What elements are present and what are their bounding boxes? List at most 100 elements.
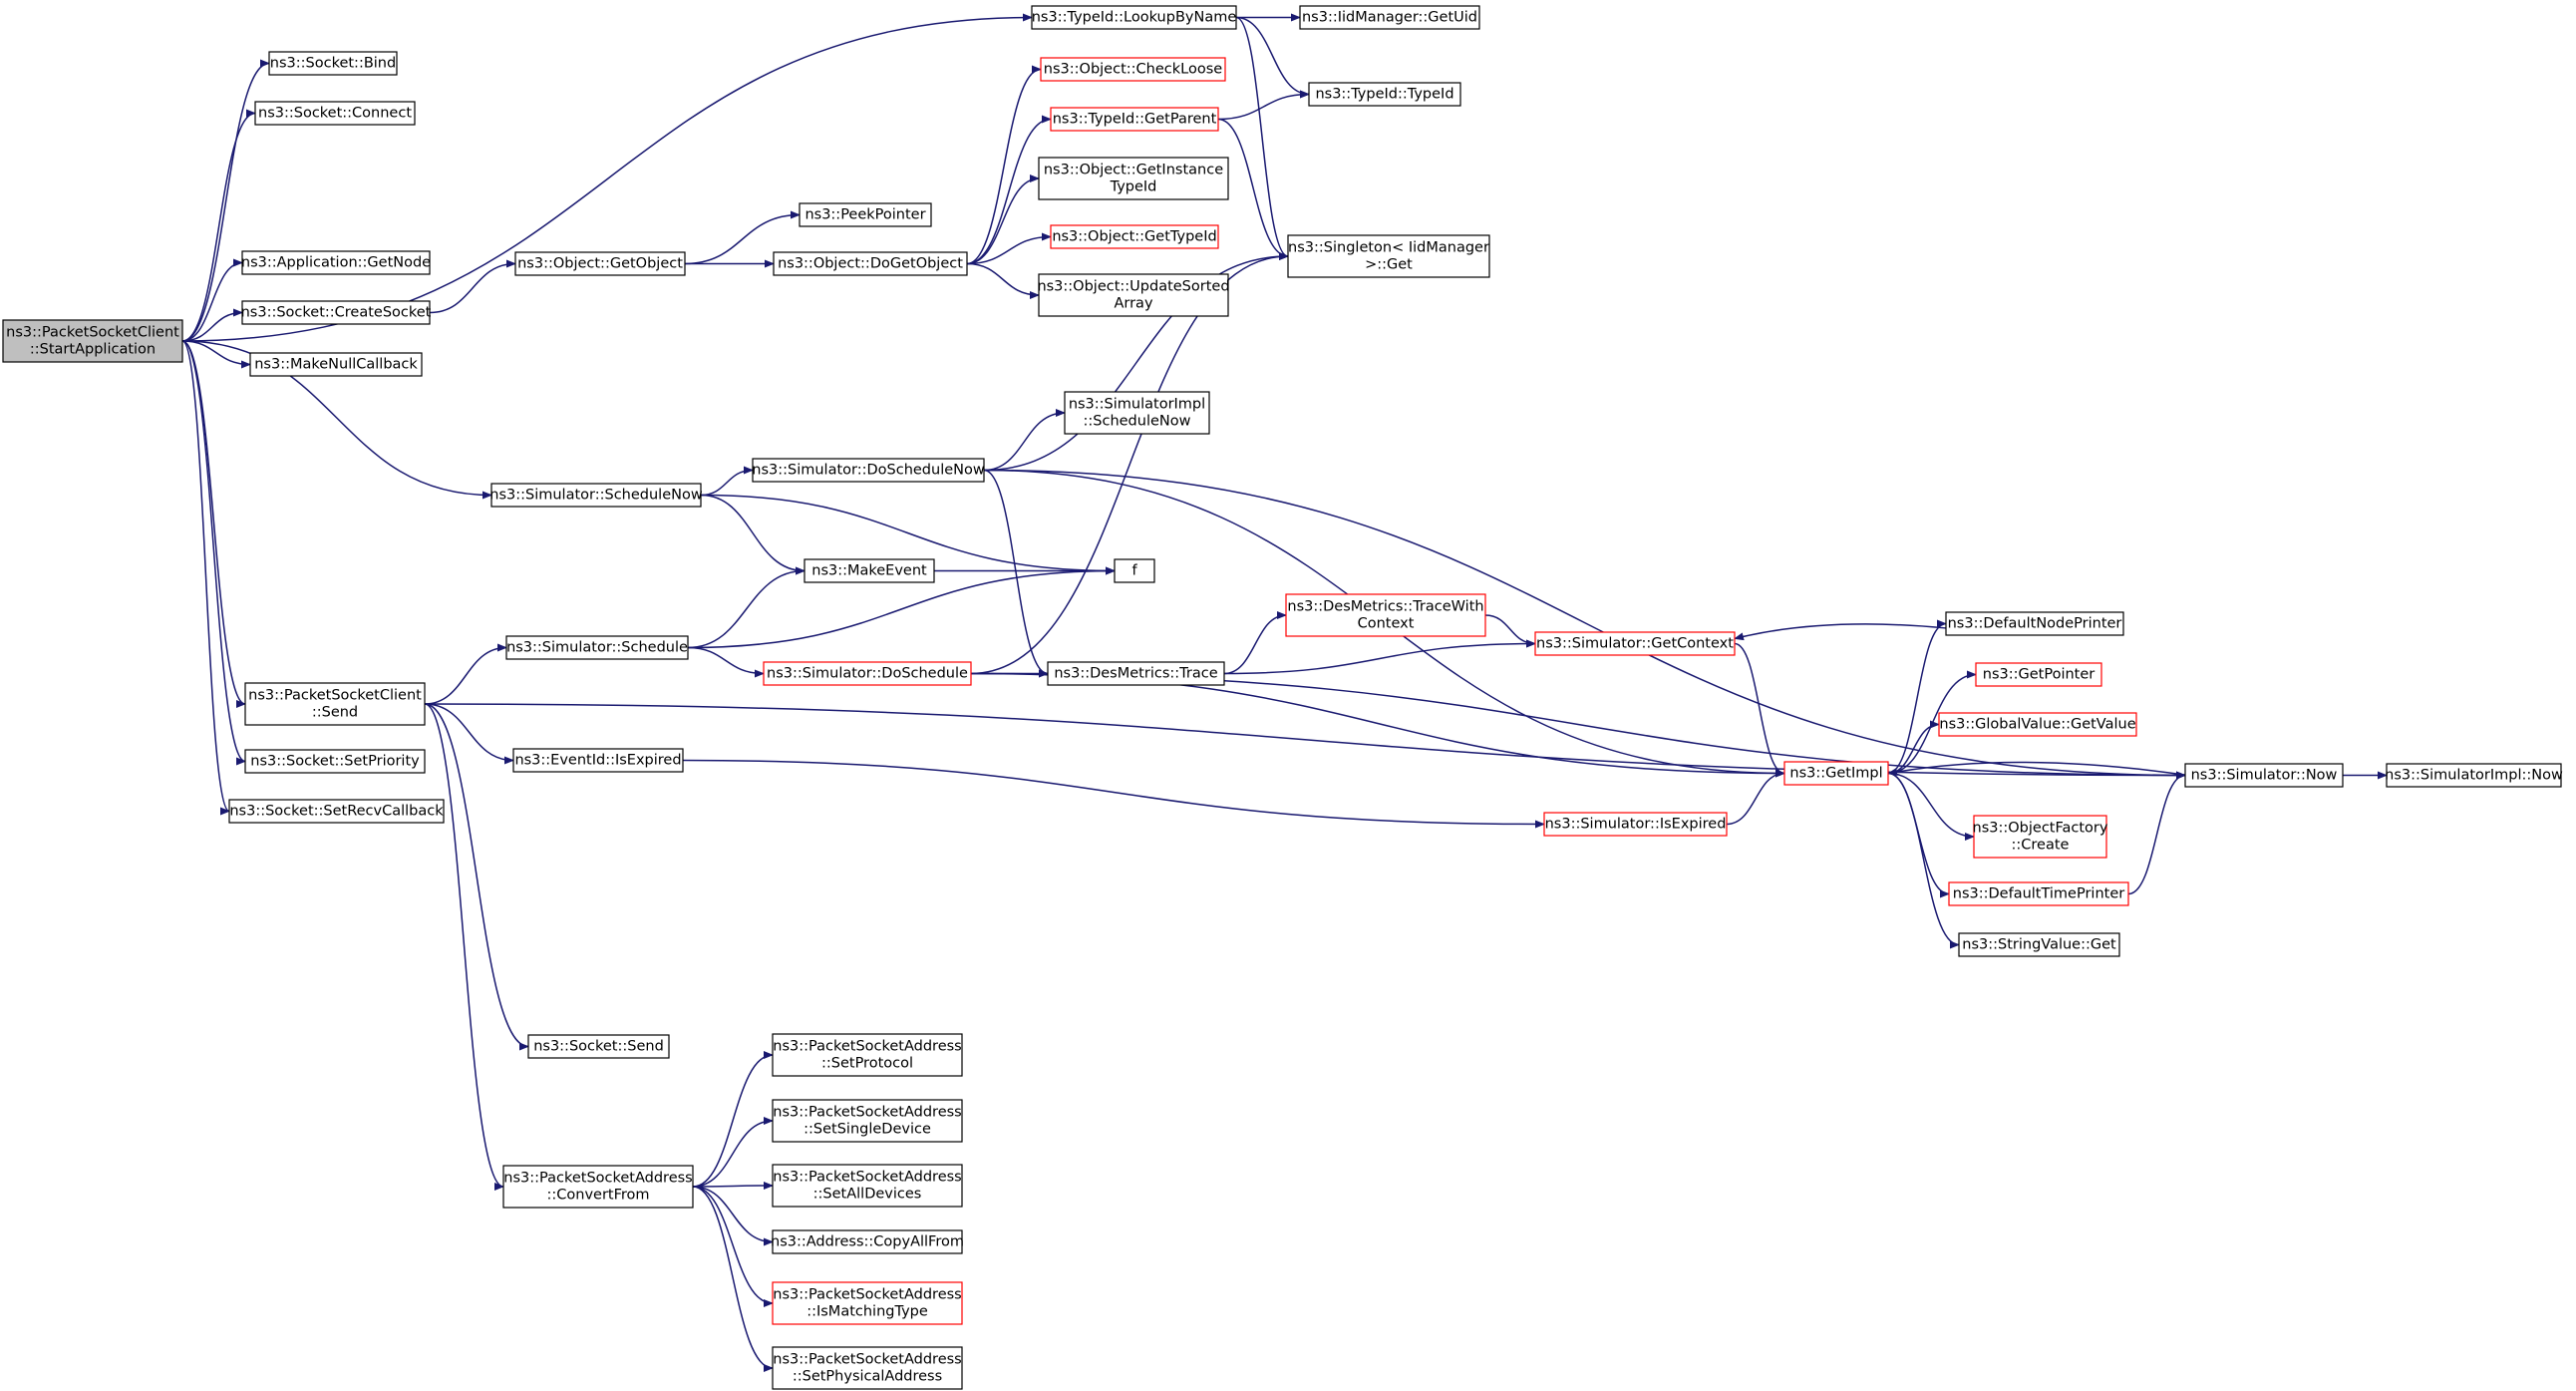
node-box-simimpl_schednow[interactable]	[1064, 391, 1210, 435]
node-box-ismatchingtype[interactable]	[772, 1281, 963, 1325]
node-makenullcb[interactable]: ns3::MakeNullCallback	[249, 352, 423, 377]
node-getuid[interactable]: ns3::IidManager::GetUid	[1299, 5, 1480, 30]
node-setprotocol[interactable]: ns3::PacketSocketAddress::SetProtocol	[772, 1033, 963, 1077]
node-box-peekpointer[interactable]	[799, 202, 932, 227]
node-box-isexpired_eid[interactable]	[512, 748, 684, 773]
node-globalvalue[interactable]: ns3::GlobalValue::GetValue	[1938, 712, 2137, 737]
node-box-simimplnow[interactable]	[2386, 763, 2562, 788]
node-setalldevices[interactable]: ns3::PacketSocketAddress::SetAllDevices	[772, 1164, 963, 1208]
node-setphysaddr[interactable]: ns3::PacketSocketAddress::SetPhysicalAdd…	[772, 1346, 963, 1390]
node-doschedule[interactable]: ns3::Simulator::DoSchedule	[763, 661, 972, 686]
node-socketsend[interactable]: ns3::Socket::Send	[527, 1034, 670, 1059]
node-getparent[interactable]: ns3::TypeId::GetParent	[1050, 107, 1219, 132]
node-box-startapp[interactable]	[2, 319, 183, 363]
node-typeid[interactable]: ns3::TypeId::TypeId	[1308, 82, 1461, 107]
node-box-dogetobject[interactable]	[773, 251, 968, 276]
node-convertfrom[interactable]: ns3::PacketSocketAddress::ConvertFrom	[502, 1165, 694, 1209]
node-box-stringvalue[interactable]	[1958, 932, 2120, 957]
node-box-defaulttimeprinter[interactable]	[1948, 881, 2129, 906]
node-sim_isexpired[interactable]: ns3::Simulator::IsExpired	[1543, 812, 1728, 837]
node-box-lookupbyname[interactable]	[1031, 5, 1237, 30]
node-box-getuid[interactable]	[1299, 5, 1480, 30]
node-box-getparent[interactable]	[1050, 107, 1219, 132]
node-box-convertfrom[interactable]	[502, 1165, 694, 1209]
node-stringvalue[interactable]: ns3::StringValue::Get	[1958, 932, 2120, 957]
node-simimpl_schednow[interactable]: ns3::SimulatorImpl::ScheduleNow	[1064, 391, 1210, 435]
node-createsocket[interactable]: ns3::Socket::CreateSocket	[241, 300, 432, 325]
node-box-setsingledevice[interactable]	[772, 1099, 963, 1143]
node-pscsend[interactable]: ns3::PacketSocketClient::Send	[244, 682, 426, 726]
node-box-f[interactable]	[1114, 558, 1155, 583]
node-box-objectfactory[interactable]	[1973, 815, 2107, 859]
node-box-doschedule[interactable]	[763, 661, 972, 686]
node-box-createsocket[interactable]	[241, 300, 431, 325]
node-box-typeid[interactable]	[1308, 82, 1461, 107]
node-box-checkloose[interactable]	[1040, 57, 1226, 82]
node-isexpired_eid[interactable]: ns3::EventId::IsExpired	[512, 748, 684, 773]
node-getnode[interactable]: ns3::Application::GetNode	[241, 250, 431, 275]
node-box-setprotocol[interactable]	[772, 1033, 963, 1077]
node-box-bind[interactable]	[268, 51, 398, 76]
node-makeevent[interactable]: ns3::MakeEvent	[804, 558, 935, 583]
node-schedule[interactable]: ns3::Simulator::Schedule	[505, 635, 689, 660]
node-box-getimpl[interactable]	[1783, 761, 1889, 786]
node-getcontext[interactable]: ns3::Simulator::GetContext	[1534, 631, 1736, 656]
node-objectfactory[interactable]: ns3::ObjectFactory::Create	[1973, 815, 2108, 859]
node-box-makenullcb[interactable]	[249, 352, 423, 377]
node-ismatchingtype[interactable]: ns3::PacketSocketAddress::IsMatchingType	[772, 1281, 963, 1325]
node-dogetobject[interactable]: ns3::Object::DoGetObject	[773, 251, 968, 276]
node-setpriority[interactable]: ns3::Socket::SetPriority	[244, 749, 426, 774]
node-box-getcontext[interactable]	[1534, 631, 1736, 656]
node-box-defaultnodeprinter[interactable]	[1945, 611, 2124, 636]
node-box-setpriority[interactable]	[244, 749, 426, 774]
node-getobject[interactable]: ns3::Object::GetObject	[514, 251, 686, 276]
node-getpointer[interactable]: ns3::GetPointer	[1975, 662, 2102, 687]
node-simnow[interactable]: ns3::Simulator::Now	[2184, 763, 2344, 788]
node-bind[interactable]: ns3::Socket::Bind	[268, 51, 398, 76]
node-box-getnode[interactable]	[241, 250, 431, 275]
node-box-singleton[interactable]	[1287, 234, 1490, 278]
node-box-copyallfrom[interactable]	[772, 1229, 963, 1254]
node-box-schedule[interactable]	[505, 635, 689, 660]
node-defaulttimeprinter[interactable]: ns3::DefaultTimePrinter	[1948, 881, 2129, 906]
node-singleton[interactable]: ns3::Singleton< IidManager >::Get	[1287, 234, 1490, 278]
node-box-getinstancetypeid[interactable]	[1038, 157, 1229, 200]
node-gettypeid[interactable]: ns3::Object::GetTypeId	[1050, 224, 1219, 249]
node-lookupbyname[interactable]: ns3::TypeId::LookupByName	[1031, 5, 1237, 30]
node-box-doschednow[interactable]	[752, 458, 985, 483]
node-box-makeevent[interactable]	[804, 558, 935, 583]
node-box-setalldevices[interactable]	[772, 1164, 963, 1208]
node-copyallfrom[interactable]: ns3::Address::CopyAllFrom	[771, 1229, 964, 1254]
node-checkloose[interactable]: ns3::Object::CheckLoose	[1040, 57, 1226, 82]
node-box-getobject[interactable]	[514, 251, 686, 276]
node-desmetrics_trace[interactable]: ns3::DesMetrics::Trace	[1047, 661, 1225, 686]
node-simimplnow[interactable]: ns3::SimulatorImpl::Now	[2385, 763, 2563, 788]
node-defaultnodeprinter[interactable]: ns3::DefaultNodePrinter	[1945, 611, 2124, 636]
node-connect[interactable]: ns3::Socket::Connect	[254, 101, 416, 126]
node-box-simnow[interactable]	[2184, 763, 2344, 788]
node-box-setrecvcb[interactable]	[228, 799, 445, 824]
node-box-setphysaddr[interactable]	[772, 1346, 963, 1390]
node-f[interactable]: f	[1114, 558, 1155, 583]
node-box-updatesorted[interactable]	[1038, 273, 1229, 317]
node-doschednow[interactable]: ns3::Simulator::DoScheduleNow	[752, 458, 985, 483]
node-box-pscsend[interactable]	[244, 682, 426, 726]
node-box-sched_now[interactable]	[490, 483, 702, 508]
node-box-globalvalue[interactable]	[1938, 712, 2137, 737]
node-box-sim_isexpired[interactable]	[1543, 812, 1728, 837]
node-sched_now[interactable]: ns3::Simulator::ScheduleNow	[489, 483, 703, 508]
node-box-connect[interactable]	[254, 101, 416, 126]
node-setrecvcb[interactable]: ns3::Socket::SetRecvCallback	[228, 799, 445, 824]
node-getimpl[interactable]: ns3::GetImpl	[1783, 761, 1889, 786]
node-box-socketsend[interactable]	[527, 1034, 670, 1059]
node-box-gettypeid[interactable]	[1050, 224, 1219, 249]
node-box-tracewithcontext[interactable]	[1285, 593, 1486, 637]
node-peekpointer[interactable]: ns3::PeekPointer	[799, 202, 932, 227]
node-startapp[interactable]: ns3::PacketSocketClient::StartApplicatio…	[2, 319, 183, 363]
node-box-desmetrics_trace[interactable]	[1047, 661, 1225, 686]
node-setsingledevice[interactable]: ns3::PacketSocketAddress::SetSingleDevic…	[772, 1099, 963, 1143]
node-box-getpointer[interactable]	[1975, 662, 2102, 687]
